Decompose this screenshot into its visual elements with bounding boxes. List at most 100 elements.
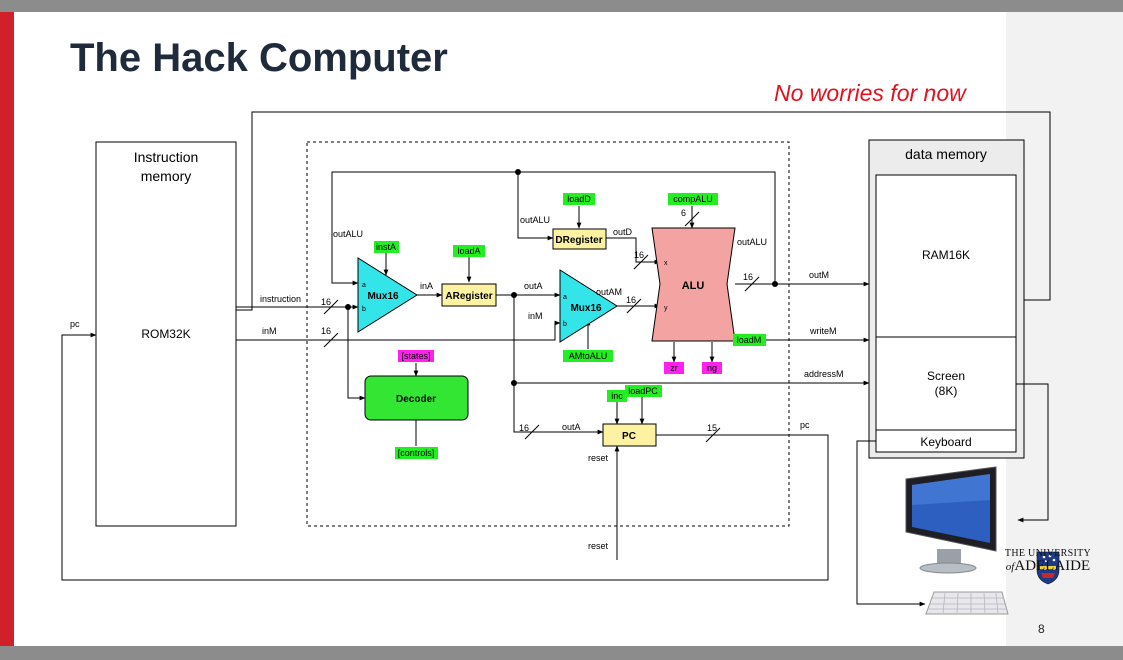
zr-tag [664,362,684,374]
wire-pc-left: pc [70,319,80,329]
ram16k-block [875,174,1017,338]
d-register-label: DRegister [555,235,602,246]
keyboard-icon [925,591,1009,615]
right-panel [1006,12,1123,646]
ng-tag [702,362,722,374]
slide-note: No worries for now [774,80,966,106]
loadd-label: loadD [567,194,591,204]
mux-a-port-a: a [362,282,366,289]
insta-tag [374,241,399,253]
zr-label: zr [670,363,678,373]
compalu-tag [668,193,718,205]
junction-dot [345,304,351,310]
screen-label-1: Screen [927,369,965,383]
pc-label: PC [622,431,636,442]
wire-outalu-right: outALU [737,237,767,247]
logo-line-2-main: ADELAIDE [1014,558,1091,574]
width-pc-in: 16 [519,423,529,433]
mux16-alu-label: Mux16 [570,303,602,314]
width-comp: 6 [681,208,686,218]
mux16-a-label: Mux16 [367,291,399,302]
screen-block [875,336,1017,431]
logo-line-2-prefix: of [1005,561,1015,573]
decoder-label: Decoder [396,394,436,405]
loada-label: loadA [457,246,480,256]
a-register [441,283,497,307]
wire-outalu-mid: outALU [520,215,550,225]
amtoalu-label: AMtoALU [569,351,608,361]
ram16k-label: RAM16K [922,248,970,262]
d-register [552,228,607,250]
wire-outa-2: outA [562,422,581,432]
wire-addressm: addressM [804,369,844,379]
junction-dot [511,380,517,386]
states-tag [398,350,434,362]
mux-alu-port-a: a [563,294,567,301]
monitor-icon [905,466,997,574]
width-alu-out: 16 [743,272,753,282]
inc-tag [607,390,627,402]
wire-outa-1: outA [524,281,543,291]
slide-title: The Hack Computer [70,36,448,80]
states-label: [states] [401,351,430,361]
rom32k-label: ROM32K [141,327,190,341]
logo-line-2: ofADELAIDE [998,559,1098,574]
wire-reset-pc: reset [588,453,609,463]
loadm-tag [733,334,766,346]
brand-stripe [0,12,14,646]
screen-label-2: (8K) [935,384,958,398]
loada-tag [453,245,485,257]
mux16-a [357,257,418,333]
wire-pc-right: pc [800,420,810,430]
compalu-label: compALU [673,194,713,204]
controls-label: [controls] [398,448,435,458]
wire-outalu-left: outALU [333,229,363,239]
controls-tag [395,447,438,459]
loadpc-tag [625,385,662,397]
width-pc-out: 15 [707,423,717,433]
a-register-label: ARegister [445,291,492,302]
amtoalu-tag [563,350,613,362]
width-instruction: 16 [321,297,331,307]
wire-ina: inA [420,281,433,291]
loadd-tag [563,193,595,205]
mux-alu-port-b: b [563,321,567,328]
insta-label: instA [376,242,396,252]
width-outd: 16 [634,250,644,260]
mux-a-port-b: b [362,306,366,313]
junction-dot [515,169,521,175]
junction-dot [511,292,517,298]
data-memory-title: data memory [905,146,987,162]
loadpc-label: loadPC [628,386,658,396]
mux16-alu [559,269,618,343]
university-crest [1036,551,1060,585]
instruction-memory-title-1: Instruction [134,149,199,165]
university-logo: THE UNIVERSITY ofADELAIDE [998,548,1098,574]
junction-dot [772,281,778,287]
page-number: 8 [1038,622,1045,636]
top-bar [0,0,1123,12]
program-counter [602,423,657,447]
logo-line-1: THE UNIVERSITY [1004,548,1092,559]
alu-port-y: y [664,305,668,312]
keyboard-label: Keyboard [920,435,971,449]
wire-writem: writeM [809,326,837,336]
wire-outd: outD [613,227,633,237]
width-mux2: 16 [626,295,636,305]
wire-outm: outM [809,270,829,280]
wire-reset-bottom: reset [588,541,609,551]
ng-label: ng [707,363,717,373]
alu-label: ALU [682,280,705,292]
width-inm: 16 [321,326,331,336]
alu-port-x: x [664,260,668,267]
cpu-boundary [306,141,790,527]
instruction-memory [95,141,237,527]
wire-instruction: instruction [260,294,301,304]
wire-outam: outAM [596,287,622,297]
wire-inm-left: inM [262,326,277,336]
bottom-bar [0,646,1123,660]
wire-inm-mid: inM [528,311,543,321]
instruction-memory-title-2: memory [141,168,192,184]
loadm-label: loadM [737,335,762,345]
